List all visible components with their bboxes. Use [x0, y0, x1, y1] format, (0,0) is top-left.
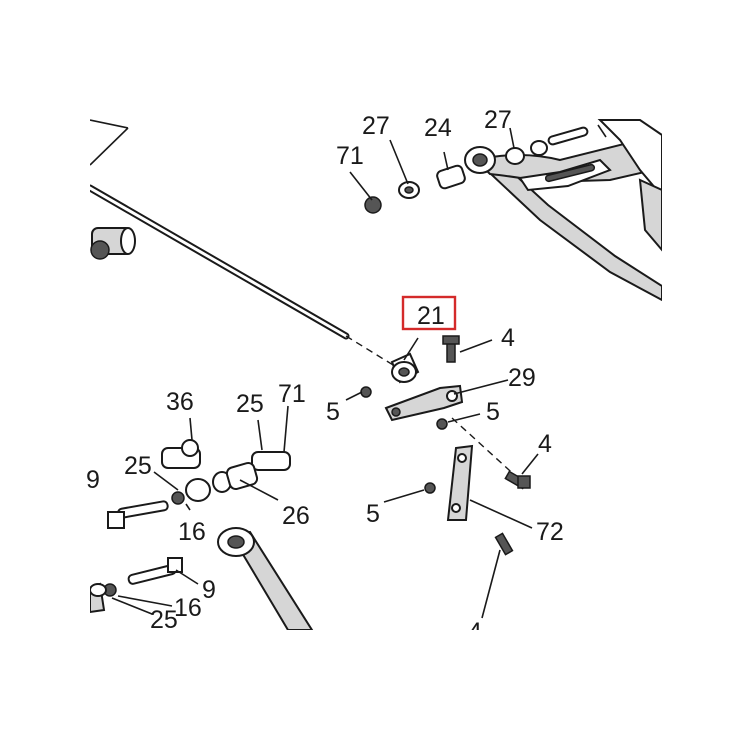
bolts-and-nuts [360, 335, 531, 556]
leader-lines [111, 127, 539, 619]
callout-27: 27 [484, 106, 512, 134]
parts-drawing [90, 119, 662, 630]
callout-72: 72 [536, 518, 564, 546]
lower-left-hardware [90, 557, 183, 614]
callout-21-highlight [401, 295, 457, 331]
left-rod-end [90, 227, 136, 260]
callout-36: 36 [166, 388, 194, 416]
callout-4: 4 [468, 618, 482, 646]
part-72-link [446, 444, 474, 521]
callout-5: 5 [366, 500, 380, 528]
callout-29: 29 [508, 364, 536, 392]
part-21-bushing [390, 352, 420, 384]
callout-labels: 71 27 24 27 21 4 29 5 5 4 36 25 71 25 9 … [86, 106, 564, 634]
upper-hardware [364, 124, 607, 214]
callout-4: 4 [501, 324, 515, 352]
cropped-callouts: 4 [468, 618, 482, 646]
left-hardware [107, 439, 291, 529]
part-29-lever [384, 384, 464, 422]
callout-16: 16 [178, 518, 206, 546]
upper-a-arm [464, 119, 662, 302]
callout-26: 26 [282, 502, 310, 530]
center-assembly [345, 335, 531, 556]
callout-71: 71 [336, 142, 364, 170]
callout-21: 21 [417, 302, 445, 330]
callout-27: 27 [362, 112, 390, 140]
tie-rod [90, 119, 350, 340]
callout-71: 71 [278, 380, 306, 408]
callout-24: 24 [424, 114, 452, 142]
callout-5: 5 [486, 398, 500, 426]
callout-9: 9 [86, 466, 100, 494]
callout-25: 25 [150, 606, 178, 634]
callout-25: 25 [236, 390, 264, 418]
callout-25: 25 [124, 452, 152, 480]
callout-16: 16 [174, 594, 202, 622]
callout-4: 4 [538, 430, 552, 458]
lower-control-arm [217, 527, 314, 630]
callout-9: 9 [202, 576, 216, 604]
callout-5: 5 [326, 398, 340, 426]
